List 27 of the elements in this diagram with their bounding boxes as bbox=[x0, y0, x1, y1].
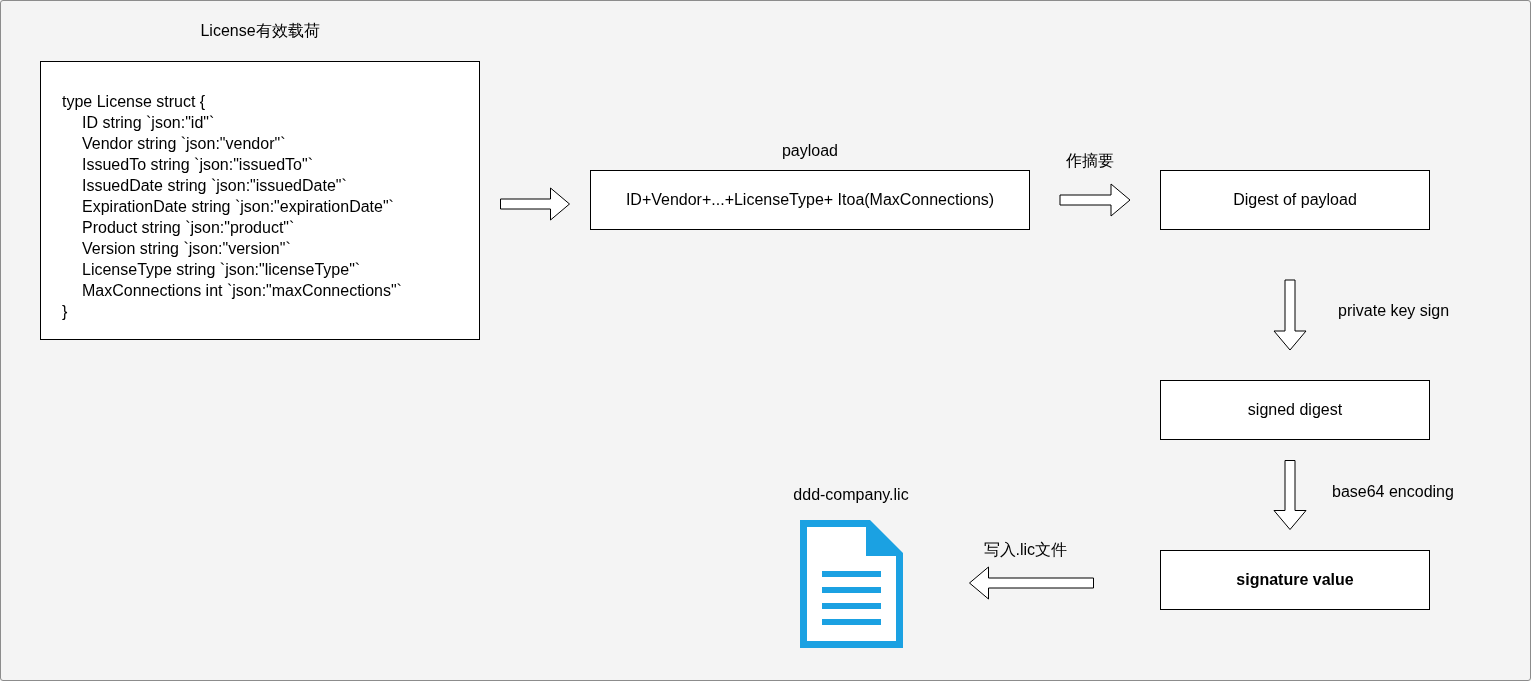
block-arrow bbox=[1059, 183, 1131, 217]
code-line: ExpirationDate string `json:"expirationDate"` bbox=[81, 197, 394, 217]
code-line: type License struct { bbox=[62, 92, 206, 112]
heading: License有效载荷 bbox=[199, 21, 321, 41]
block-arrow bbox=[1273, 279, 1307, 351]
process-box: signed digest bbox=[1160, 380, 1430, 440]
code-line: LicenseType string `json:"licenseType"` bbox=[81, 260, 361, 280]
edge-label: 写入.lic文件 bbox=[983, 540, 1068, 560]
file-name-label: ddd-company.lic bbox=[792, 485, 910, 505]
process-box: ID+Vendor+...+LicenseType+ Itoa(MaxConnections) bbox=[590, 170, 1030, 230]
edge-label: 作摘要 bbox=[1066, 151, 1114, 171]
edge-label: base64 encoding bbox=[1332, 482, 1454, 502]
block-arrow bbox=[969, 566, 1094, 600]
block-arrow bbox=[1273, 460, 1307, 530]
code-line: ID string `json:"id"` bbox=[81, 113, 215, 133]
code-line: Version string `json:"version"` bbox=[81, 239, 291, 259]
code-line: Product string `json:"product"` bbox=[81, 218, 295, 238]
code-line: MaxConnections int `json:"maxConnections"` bbox=[81, 281, 402, 301]
code-line: Vendor string `json:"vendor"` bbox=[81, 134, 286, 154]
code-line: } bbox=[62, 302, 68, 322]
code-line: IssuedTo string `json:"issuedTo"` bbox=[81, 155, 313, 175]
edge-label: private key sign bbox=[1338, 301, 1450, 321]
heading: payload bbox=[780, 141, 839, 161]
process-box: signature value bbox=[1160, 550, 1430, 610]
process-box: Digest of payload bbox=[1160, 170, 1430, 230]
code-line: IssuedDate string `json:"issuedDate"` bbox=[81, 176, 347, 196]
block-arrow bbox=[500, 187, 570, 221]
